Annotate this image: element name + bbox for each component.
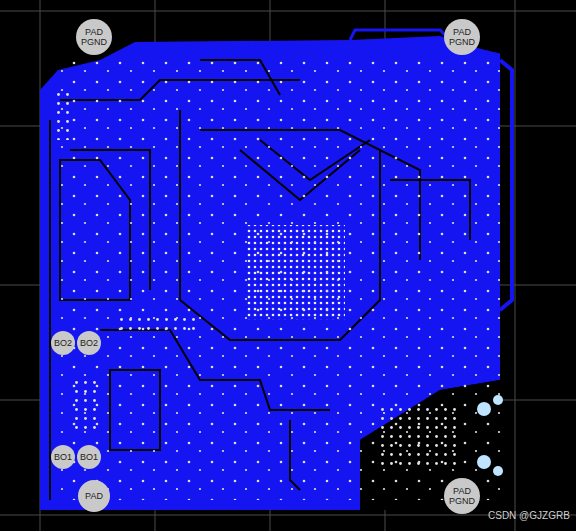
pad-circle: BO2 (51, 331, 75, 355)
pad-circle: PADPGND (444, 478, 480, 514)
pad-circle: PADPGND (76, 19, 112, 55)
pad-label: BO1 (54, 452, 72, 462)
pad-circle: BO1 (77, 445, 101, 469)
pad-label: PGND (449, 496, 475, 506)
pad-label: PAD (85, 27, 103, 37)
pad-label: PAD (453, 486, 471, 496)
pad-circle: BO2 (77, 331, 101, 355)
pad-label: PAD (453, 27, 471, 37)
pad-circle: PAD (78, 480, 110, 512)
pad-label: PAD (85, 491, 103, 501)
pad-label: BO2 (80, 338, 98, 348)
pad-label: BO1 (80, 452, 98, 462)
pad-circle: BO1 (51, 445, 75, 469)
watermark: CSDN @GJZGRB (488, 510, 570, 521)
pad-label: BO2 (54, 338, 72, 348)
pad-label: PGND (81, 37, 107, 47)
pad-circle: PADPGND (444, 19, 480, 55)
pad-label: PGND (449, 37, 475, 47)
